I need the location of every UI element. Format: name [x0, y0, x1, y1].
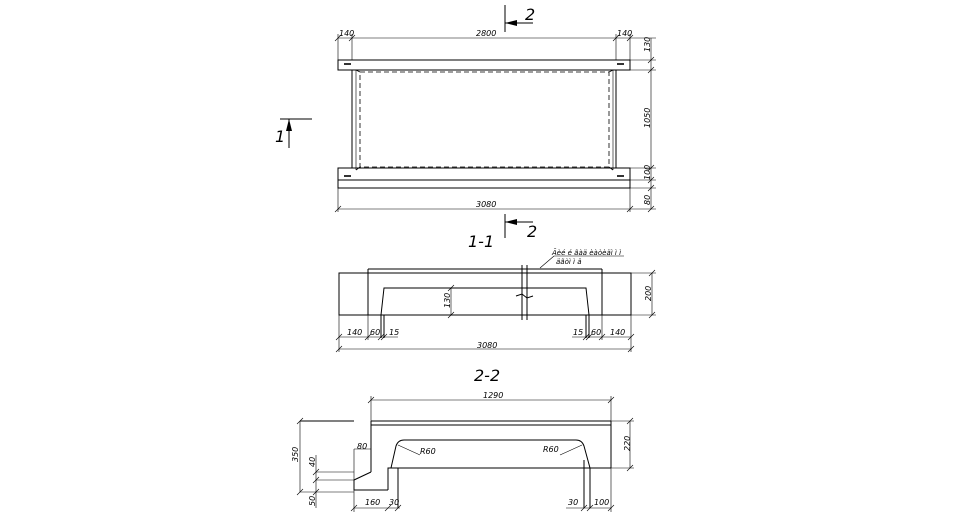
section-1-1-dim-60-right: 60: [591, 328, 601, 337]
plan-view: 140 2800 140: [275, 5, 656, 241]
plan-dim-bottom: 3080: [476, 200, 496, 209]
section-1-1-title: 1-1: [468, 232, 494, 251]
section-2-2-top-dim: 1290: [483, 391, 503, 400]
section-1-1-dim-15-left: 15: [389, 328, 399, 337]
plan-dim-top-right: 140: [617, 29, 632, 38]
plan-dim-right-130: 130: [643, 37, 652, 52]
cut-marker-top: 2: [525, 5, 535, 24]
section-2-2-bottom-dim-100: 100: [594, 498, 609, 507]
section-2-2-bottom-dim-160: 160: [365, 498, 380, 507]
section-2-2-step-dim: 80: [357, 442, 367, 451]
section-2-2: 2-2 1290 R60 R60 220 80: [291, 366, 634, 512]
section-2-2-title: 2-2: [474, 366, 500, 385]
section-2-2-radius-left: R60: [420, 447, 436, 456]
plan-dim-right-1050: 1050: [643, 108, 652, 128]
cut-marker-bottom: 2: [527, 222, 537, 241]
section-2-2-left-dim-350: 350: [291, 447, 300, 462]
section-1-1: 1-1 Ãèé é ãàä èàòèäì ì ì äãòì ì ä 130: [335, 232, 656, 353]
section-1-1-total: 3080: [477, 341, 497, 350]
section-2-2-bottom-dim-30-right: 30: [568, 498, 578, 507]
section-1-1-dim-15-right: 15: [573, 328, 583, 337]
section-2-2-bottom-dim-30-left: 30: [389, 498, 399, 507]
cut-marker-left: 1: [275, 127, 285, 146]
section-2-2-right-dim: 220: [623, 436, 632, 451]
section-1-1-note-line1: Ãèé é ãàä èàòèäì ì ì: [551, 248, 621, 257]
section-1-1-dim-60-left: 60: [370, 328, 380, 337]
section-2-2-left-dim-50: 50: [308, 496, 317, 506]
plan-dim-right-100: 100: [643, 165, 652, 180]
section-1-1-inner-height: 130: [443, 293, 452, 308]
plan-dim-right-80: 80: [643, 195, 652, 205]
section-1-1-dim-140-right: 140: [610, 328, 625, 337]
section-2-2-radius-right: R60: [543, 445, 559, 454]
plan-dim-top-middle: 2800: [476, 29, 496, 38]
section-1-1-dim-140-left: 140: [347, 328, 362, 337]
section-2-2-left-dim-40: 40: [308, 457, 317, 467]
plan-dim-top-left: 140: [339, 29, 354, 38]
section-1-1-note-line2: äãòì ì ä: [556, 258, 582, 266]
section-1-1-height: 200: [644, 286, 653, 301]
